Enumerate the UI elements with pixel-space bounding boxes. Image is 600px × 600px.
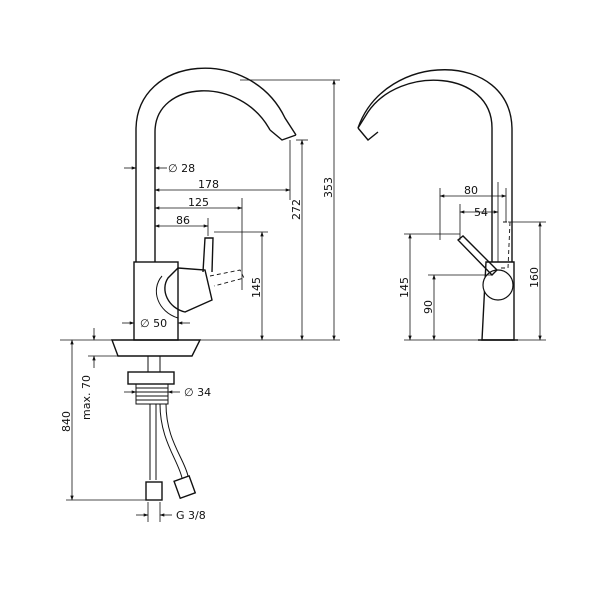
front-view: ∅ 28 178 125 86 ∅ 50 ∅ 34 G 3/8 max. 70 … <box>60 67 340 522</box>
dim-125: 125 <box>188 196 209 209</box>
side-cartridge <box>482 269 514 301</box>
dim-353: 353 <box>322 177 335 198</box>
dim-54: 54 <box>474 206 488 219</box>
dim-272: 272 <box>290 199 303 220</box>
dim-d28: ∅ 28 <box>168 162 195 175</box>
front-cartridge-curve <box>156 275 179 319</box>
front-lever-open-ghost <box>209 269 245 287</box>
side-spout-tip <box>357 127 379 141</box>
dim-840: 840 <box>60 411 73 432</box>
dim-d34: ∅ 34 <box>184 386 211 399</box>
side-spout <box>357 79 493 262</box>
front-nut-thread <box>135 383 169 405</box>
dim-178: 178 <box>198 178 219 191</box>
front-hose-left <box>149 404 157 480</box>
dim-145-side: 145 <box>398 277 411 298</box>
dim-86: 86 <box>176 214 190 227</box>
front-hose-nut-left <box>145 481 163 501</box>
side-lever <box>456 235 498 276</box>
front-spout-tip <box>269 129 297 141</box>
dim-d50: ∅ 50 <box>140 317 167 330</box>
side-lever-ghost <box>501 221 511 269</box>
front-mounting-nut <box>127 371 175 385</box>
dim-max70: max. 70 <box>80 375 93 420</box>
front-cartridge <box>164 267 213 313</box>
dim-160: 160 <box>528 267 541 288</box>
front-spout-inner <box>154 90 271 262</box>
side-view: 80 54 145 90 160 <box>357 69 546 341</box>
front-hose-right <box>159 403 189 479</box>
dim-80: 80 <box>464 184 478 197</box>
dim-g38: G 3/8 <box>176 509 206 522</box>
side-spout-inner <box>357 69 513 262</box>
dim-90: 90 <box>422 300 435 314</box>
front-spout <box>135 67 297 262</box>
front-hose-nut-right <box>173 474 197 500</box>
dim-145-front: 145 <box>250 277 263 298</box>
front-lever <box>202 237 214 273</box>
front-base-plate <box>110 339 202 357</box>
